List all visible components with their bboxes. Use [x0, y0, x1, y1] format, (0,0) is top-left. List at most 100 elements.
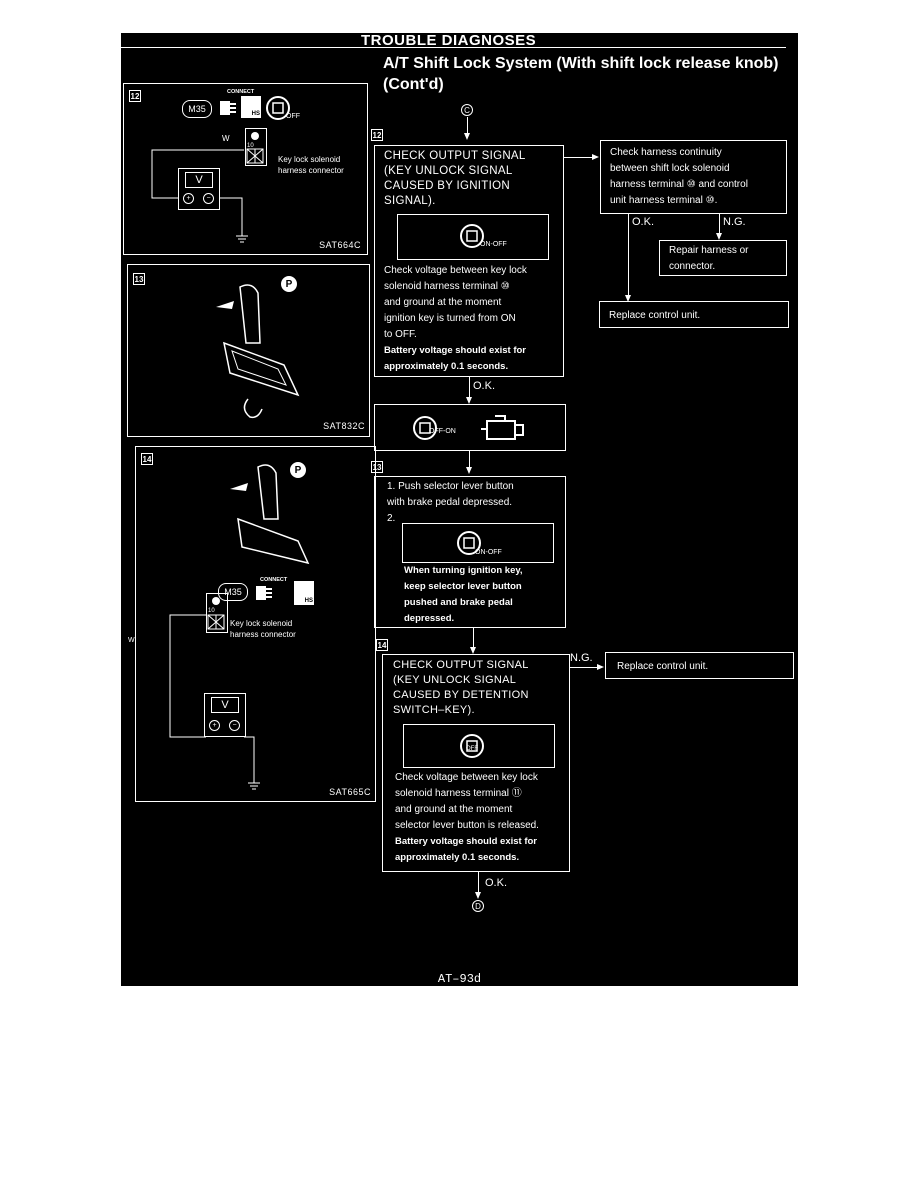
selector-lever-illustration — [230, 464, 310, 565]
figure-14: 14 P M35 CONNECT HS 10 Key lock solenoid… — [128, 446, 376, 802]
step-13-note: When turning ignition key, keep selector… — [404, 565, 523, 624]
connector-plug-icon — [256, 586, 272, 600]
figure-12: 12 M35 CONNECT HS OFF W 10 Key lock sole… — [123, 83, 368, 255]
step-12-instructions: Check voltage between key lock solenoid … — [384, 265, 527, 340]
page-title: A/T Shift Lock System (With shift lock r… — [383, 55, 779, 93]
ignition-key-off-on-icon: OFF-ON — [413, 416, 456, 440]
replace-control-unit-text-2: Replace control unit. — [617, 661, 709, 672]
step-13-number: 13 — [371, 461, 383, 473]
wire-label: W — [222, 134, 230, 143]
park-position-icon: P — [290, 462, 306, 478]
hs-plug-icon: HS — [294, 581, 314, 605]
replace-control-unit-text-1: Replace control unit. — [609, 310, 701, 321]
step-12-number: 12 — [371, 129, 383, 141]
flow-arrow — [625, 295, 631, 302]
step-14-key-panel: OFF — [403, 724, 555, 768]
ignition-key-on-off-icon: OFF — [266, 96, 300, 120]
step-14-number: 14 — [376, 639, 388, 651]
step-12-expected: Battery voltage should exist for approxi… — [384, 345, 527, 372]
m35-badge: M35 — [218, 583, 248, 601]
step-12-heading: CHECK OUTPUT SIGNAL (KEY UNLOCK SIGNAL C… — [384, 150, 526, 207]
header-rule — [121, 47, 786, 48]
flow-arrow — [592, 154, 599, 160]
flow-arrow — [597, 664, 604, 670]
wire-label: W — [128, 637, 135, 644]
step-14-heading: CHECK OUTPUT SIGNAL (KEY UNLOCK SIGNAL C… — [393, 659, 529, 716]
connector-caption: Key lock solenoid harness connector — [278, 155, 344, 175]
connector-caption: Key lock solenoid harness connector — [230, 619, 296, 639]
voltmeter-icon: V + − — [178, 168, 220, 210]
switch-icons-box: OFF-ON — [374, 404, 566, 451]
step-14-instructions: Check voltage between key lock solenoid … — [395, 772, 539, 831]
step-14-box: CHECK OUTPUT SIGNAL (KEY UNLOCK SIGNAL C… — [382, 654, 570, 872]
svg-text:ON-OFF: ON-OFF — [475, 549, 502, 556]
harness-ng-label: N.G. — [723, 216, 746, 228]
step-12-key-panel: ON-OFF — [397, 214, 549, 260]
voltmeter-icon: V + − — [204, 693, 246, 737]
figure-step-number: 12 — [129, 90, 141, 102]
connector-out: D — [472, 900, 484, 912]
hs-plug-icon: HS — [241, 96, 261, 118]
svg-text:OFF: OFF — [466, 746, 478, 752]
ignition-key-on-off-icon: ON-OFF — [460, 224, 507, 248]
terminal-number: 10 — [208, 608, 215, 614]
m35-badge: M35 — [182, 100, 212, 118]
flow-line — [478, 872, 479, 896]
step-14-ng-label: N.G. — [570, 652, 593, 664]
ignition-key-off-icon: OFF — [460, 734, 484, 758]
flow-arrow — [464, 133, 470, 140]
engine-icon — [481, 415, 524, 440]
step-12-ok-label: O.K. — [473, 380, 496, 392]
connector-plug-icon — [220, 101, 236, 115]
svg-text:OFF: OFF — [286, 113, 300, 120]
figure-code: SAT665C — [329, 787, 371, 797]
step-13-box: 1. Push selector lever button with brake… — [374, 476, 566, 628]
flow-line — [469, 377, 470, 401]
replace-control-unit-box-2: Replace control unit. — [605, 652, 794, 679]
flow-line — [628, 214, 629, 299]
terminal-number: 10 — [247, 143, 254, 149]
figure-code: SAT664C — [319, 240, 361, 250]
step-14-ok-label: O.K. — [485, 877, 508, 889]
svg-text:ON-OFF: ON-OFF — [480, 241, 507, 248]
flow-line — [469, 451, 470, 471]
connector-in: C — [461, 104, 473, 116]
step-13-item-1: 1. Push selector lever button with brake… — [387, 481, 514, 508]
step-12-box: CHECK OUTPUT SIGNAL (KEY UNLOCK SIGNAL C… — [374, 145, 564, 377]
flow-line — [570, 667, 598, 668]
fig12-wiring — [151, 149, 248, 243]
harness-check-box: Check harness continuity between shift l… — [600, 140, 787, 214]
repair-harness-box: Repair harness or connector. — [659, 240, 787, 276]
flow-arrow — [466, 467, 472, 474]
connect-label: CONNECT — [260, 577, 288, 583]
flow-line — [719, 214, 720, 235]
page-number: AT–93d — [437, 972, 482, 986]
harness-check-text: Check harness continuity between shift l… — [610, 147, 748, 206]
fig14-wiring — [169, 614, 260, 790]
step-13-item-2: 2. — [387, 513, 396, 524]
flow-arrow — [470, 647, 476, 654]
replace-control-unit-box-1: Replace control unit. — [599, 301, 789, 328]
flow-arrow — [716, 233, 722, 240]
figure-13: 13 P SAT832C — [127, 264, 370, 437]
svg-text:OFF-ON: OFF-ON — [429, 428, 456, 435]
solenoid-connector-icon: 10 — [206, 593, 228, 633]
section-header: TROUBLE DIAGNOSES — [361, 33, 537, 49]
flow-arrow — [466, 397, 472, 404]
flow-line — [564, 157, 593, 158]
figure-step-number: 13 — [133, 273, 145, 285]
step-13-key-panel: ON-OFF — [402, 523, 554, 563]
step-14-expected: Battery voltage should exist for approxi… — [395, 836, 538, 863]
flow-line — [473, 628, 474, 650]
flow-line — [467, 117, 468, 135]
ignition-key-on-off-icon: ON-OFF — [457, 531, 502, 556]
connect-label: CONNECT — [227, 89, 255, 95]
selector-lever-illustration — [216, 284, 300, 419]
repair-harness-text: Repair harness or connector. — [669, 245, 749, 272]
harness-ok-label: O.K. — [632, 216, 655, 228]
flow-arrow — [475, 892, 481, 899]
figure-step-number: 14 — [141, 453, 153, 465]
manual-page: TROUBLE DIAGNOSES A/T Shift Lock System … — [121, 33, 798, 986]
park-position-icon: P — [281, 276, 297, 292]
solenoid-connector-icon: 10 — [245, 128, 267, 166]
